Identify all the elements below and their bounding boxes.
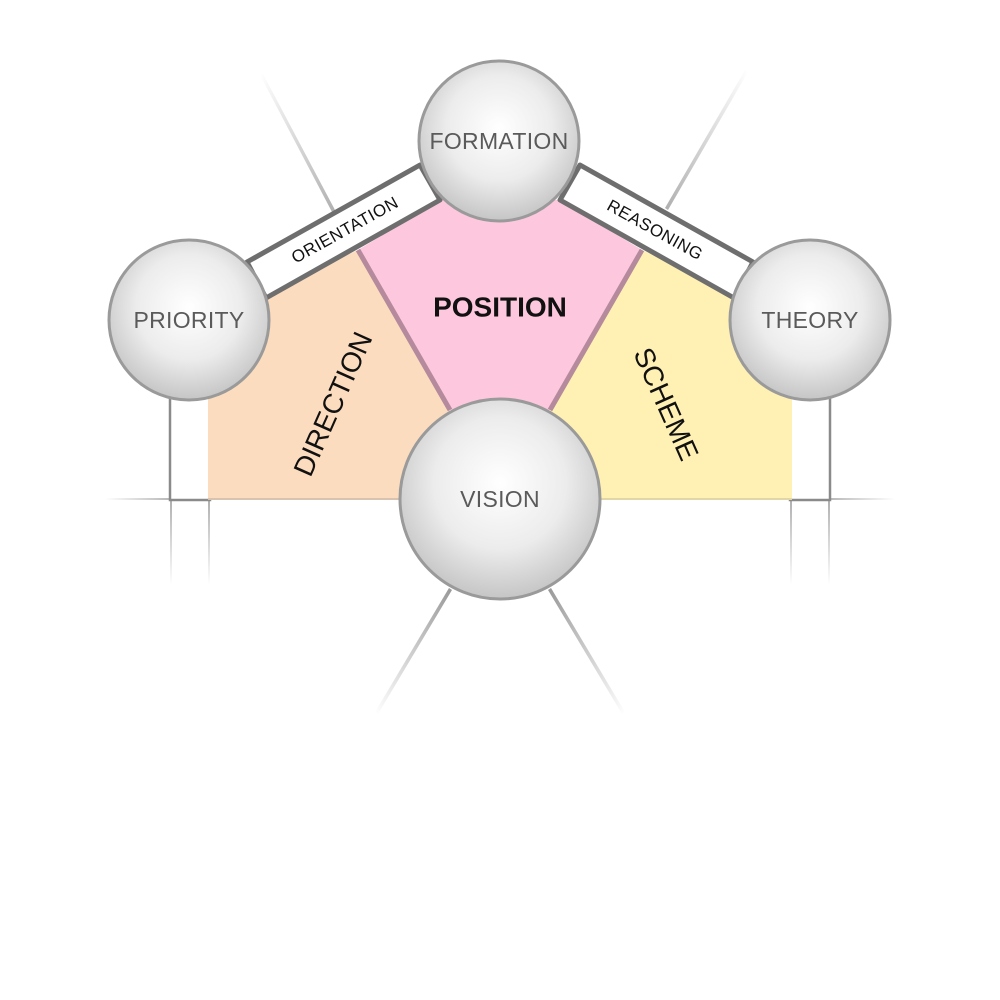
- priority-sphere: [107, 238, 271, 402]
- node-vision: VISION: [398, 397, 602, 601]
- node-label-formation: FORMATION: [430, 128, 569, 154]
- guide-line-right-post-a: [790, 500, 792, 585]
- node-theory: THEORY: [728, 238, 892, 402]
- guide-line-lower-right: [548, 588, 625, 714]
- guide-line-lower-left: [375, 588, 452, 714]
- formation-sphere: [417, 59, 581, 223]
- theory-sphere: [728, 238, 892, 402]
- vision-sphere: [398, 397, 602, 601]
- region-label-center: POSITION: [433, 292, 567, 323]
- guide-line-upper-right: [665, 70, 748, 210]
- node-label-theory: THEORY: [761, 307, 858, 333]
- divider-right: [547, 248, 645, 412]
- region-center-fill: [358, 200, 642, 410]
- node-priority: PRIORITY: [107, 238, 271, 402]
- guide-line-right-post-b: [828, 500, 830, 585]
- guide-lines: [105, 70, 895, 714]
- node-formation: FORMATION: [417, 59, 581, 223]
- divider-left: [355, 248, 453, 412]
- node-label-priority: PRIORITY: [133, 307, 244, 333]
- guide-line-left-post-a: [170, 500, 172, 585]
- guide-line-left: [105, 498, 170, 500]
- guide-line-upper-left: [260, 74, 335, 212]
- guide-line-left-post-b: [208, 500, 210, 585]
- guide-line-right: [830, 498, 895, 500]
- node-label-vision: VISION: [460, 486, 540, 512]
